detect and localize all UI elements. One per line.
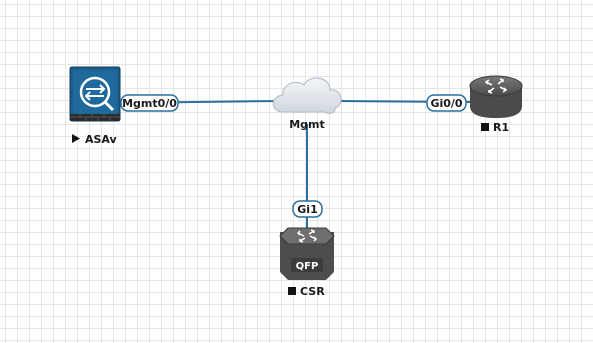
port-label-asav-text: Mgmt0/0 [122,97,177,110]
port-label-csr-text: Gi1 [297,203,317,216]
svg-text:QFP: QFP [296,261,319,272]
mgmt-label: Mgmt [289,118,325,131]
mgmt-node[interactable]: Mgmt [272,77,342,131]
asav-label: ASAv [85,133,118,146]
csr-node[interactable]: QFP CSR [279,227,335,298]
router-icon [469,75,523,118]
r1-node[interactable]: R1 [469,75,523,134]
play-icon [72,134,80,143]
port-label-asav[interactable]: Mgmt0/0 [120,94,179,112]
csr-label: CSR [300,285,325,298]
port-label-csr[interactable]: Gi1 [292,200,323,218]
port-label-r1[interactable]: Gi0/0 [426,94,467,112]
firewall-icon [69,66,121,122]
port-label-r1-text: Gi0/0 [430,97,462,110]
cloud-icon [272,77,342,114]
r1-label: R1 [493,121,509,134]
stop-icon [288,287,296,295]
asav-node[interactable]: ASAv [69,66,121,146]
router-qfp-icon: QFP [279,227,335,280]
stop-icon [481,123,489,131]
